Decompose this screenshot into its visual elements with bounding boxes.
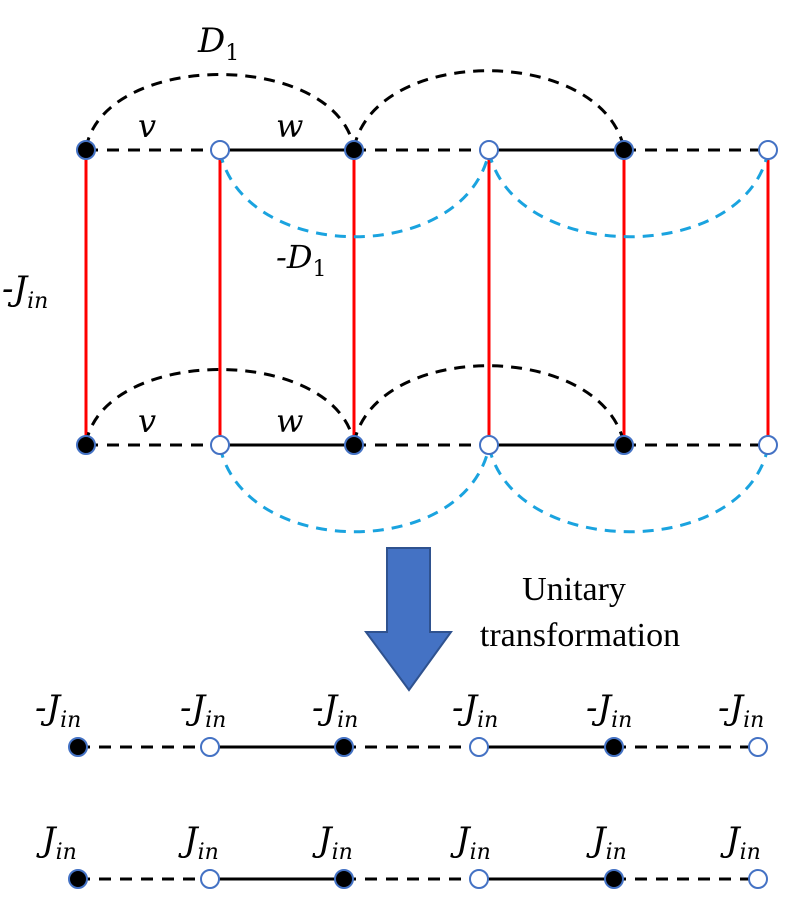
top-node-open-3 [758,140,778,160]
arc-bottom-1 [84,368,356,444]
bottom-node-open-3 [758,435,778,455]
neg-label-6: -Jin [718,688,764,733]
neg-node-3 [334,737,354,757]
label-w-bottom: w [276,402,303,440]
cyan-arc-bottom-2 [487,446,770,534]
cyan-arc-top-2 [487,151,770,239]
neg-label-3: -Jin [312,688,358,733]
top-nodes [76,140,778,160]
neg-node-1 [68,737,88,757]
label-minus-jin: -Jin [2,269,48,314]
label-v-top: v [138,107,156,145]
bottom-node-open-2 [479,435,499,455]
bottom-node-filled-3 [614,435,634,455]
black-arcs-bottom [84,364,626,444]
red-rungs [84,150,770,445]
transform-label-line1: Unitary [522,571,626,608]
black-arcs-top [84,69,626,149]
pos-node-5 [604,869,624,889]
arc-top-1 [84,73,356,149]
chain-negative-labels: -Jin -Jin -Jin -Jin -Jin -Jin [35,688,764,733]
label-v-bottom: v [138,402,156,440]
label-w-top: w [276,107,303,145]
chain-positive-nodes [68,869,768,889]
top-node-open-1 [210,140,230,160]
top-node-filled-3 [614,140,634,160]
neg-node-2 [200,737,220,757]
pos-node-6 [748,869,768,889]
arc-bottom-2 [352,364,626,444]
neg-node-4 [469,737,489,757]
pos-label-6: Jin [720,820,761,865]
pos-node-2 [200,869,220,889]
bottom-nodes [76,435,778,455]
arc-top-2 [352,69,626,149]
pos-label-4: Jin [450,820,491,865]
transform-label-line2: transformation [480,617,680,654]
pos-node-1 [68,869,88,889]
top-node-open-2 [479,140,499,160]
chain-positive-labels: Jin Jin Jin Jin Jin Jin [36,820,761,865]
down-arrow-icon [364,547,453,692]
cyan-arc-bottom-1 [218,446,491,534]
label-minus-d1: -D1 [276,238,326,282]
bottom-node-filled-1 [76,435,96,455]
neg-label-5: -Jin [586,688,632,733]
pos-node-4 [469,869,489,889]
cyan-arcs-top [218,151,770,239]
top-node-filled-2 [344,140,364,160]
cyan-arc-top-1 [218,151,491,239]
neg-label-1: -Jin [35,688,81,733]
bottom-node-filled-2 [344,435,364,455]
neg-node-6 [748,737,768,757]
pos-label-1: Jin [36,820,77,865]
neg-label-2: -Jin [180,688,226,733]
neg-node-5 [604,737,624,757]
chain-negative-nodes [68,737,768,757]
cyan-arcs-bottom [218,446,770,534]
pos-label-5: Jin [586,820,627,865]
label-d1: D1 [197,21,239,66]
pos-label-3: Jin [312,820,353,865]
pos-node-3 [334,869,354,889]
pos-label-2: Jin [178,820,219,865]
bottom-node-open-1 [210,435,230,455]
top-node-filled-1 [76,140,96,160]
neg-label-4: -Jin [452,688,498,733]
